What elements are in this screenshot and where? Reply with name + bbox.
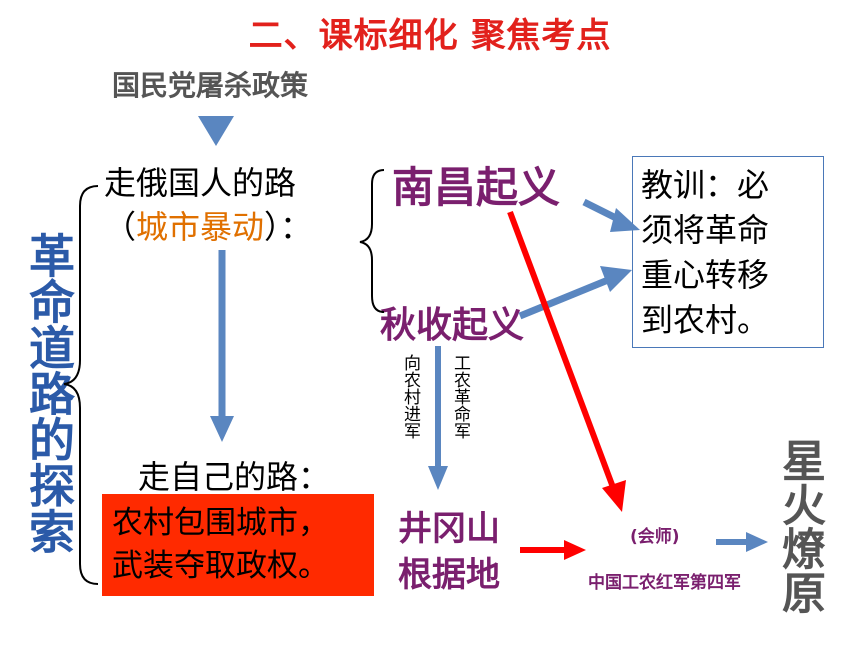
jinggangshan-line: 根据地 bbox=[398, 555, 500, 595]
strategy-line: 农村包围城市， bbox=[112, 505, 329, 541]
exploration-label: 革命道路的探索 bbox=[22, 232, 76, 554]
nanchang-meeting-arrow bbox=[507, 210, 617, 492]
autumn-lesson-arrow bbox=[518, 276, 610, 320]
city-uprising-text: 城市暴动 bbox=[136, 208, 265, 246]
nanchang-meeting-arrow-head bbox=[602, 480, 626, 512]
policy-down-triangle bbox=[198, 116, 234, 146]
left-brace bbox=[63, 185, 99, 585]
spark-label: 星火燎原 bbox=[774, 438, 825, 614]
meeting-spark-arrow-head bbox=[746, 532, 768, 552]
army-label: 工农革命军 bbox=[450, 354, 470, 439]
nanchang-uprising: 南昌起义 bbox=[392, 163, 561, 212]
strategy-line: 武装夺取政权。 bbox=[112, 548, 329, 584]
paren-open: （ bbox=[104, 208, 137, 246]
russian-road-label: 走俄国人的路 bbox=[104, 164, 297, 202]
march-arrow-head bbox=[428, 466, 448, 490]
paren-close: ）： bbox=[264, 208, 313, 246]
to-village-label: 向农村进军 bbox=[400, 354, 420, 439]
city-uprising-line: （城市暴动）： bbox=[104, 202, 312, 248]
lesson-line: 教训：必 bbox=[641, 166, 770, 204]
autumn-lesson-arrow-head bbox=[600, 266, 632, 292]
uprising-brace bbox=[359, 169, 385, 313]
policy-label: 国民党屠杀政策 bbox=[112, 69, 309, 102]
down-arrow-head bbox=[210, 416, 234, 442]
red-army-4-label: 中国工农红军第四军 bbox=[588, 573, 741, 593]
lesson-line: 须将革命 bbox=[641, 211, 770, 249]
jinggangshan-line: 井冈山 bbox=[398, 509, 500, 549]
meeting-label: (会师) bbox=[630, 527, 680, 547]
own-road-label: 走自己的路： bbox=[138, 458, 331, 496]
page-title: 二、课标细化 聚焦考点 bbox=[248, 16, 612, 56]
nanchang-lesson-arrow-head bbox=[610, 208, 640, 232]
lesson-line: 到农村。 bbox=[641, 301, 770, 339]
lesson-line: 重心转移 bbox=[641, 256, 770, 294]
jinggangshan-base: 井冈山 根据地 bbox=[398, 506, 500, 598]
lesson-box: 教训：必 须将革命 重心转移 到农村。 bbox=[632, 156, 824, 348]
autumn-harvest-uprising: 秋收起义 bbox=[380, 305, 525, 346]
strategy-box: 农村包围城市， 武装夺取政权。 bbox=[102, 494, 374, 596]
jgs-meeting-arrow-head bbox=[564, 540, 586, 560]
